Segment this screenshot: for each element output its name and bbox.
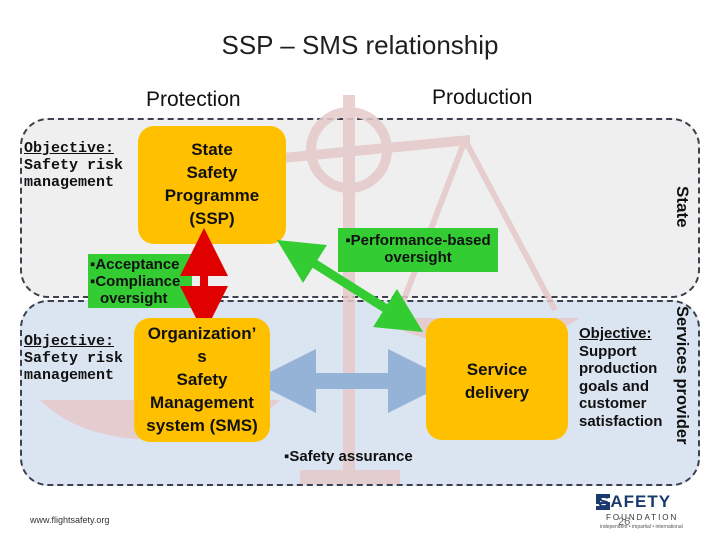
ssp-box-line: (SSP) xyxy=(189,209,235,228)
scale-beam xyxy=(230,135,470,168)
ssp-box-line: Safety xyxy=(186,163,238,182)
safety-assurance-label: ▪Safety assurance xyxy=(284,448,413,465)
scale-base xyxy=(300,470,400,484)
logo-text: SAFETY xyxy=(598,492,672,511)
production-label: Production xyxy=(432,86,533,109)
sms-box-line: Safety xyxy=(176,370,228,389)
provider-objective-line: management xyxy=(24,367,115,384)
state-side-label: State xyxy=(673,186,692,228)
ssp-box-line: State xyxy=(191,140,233,159)
service-delivery-line: delivery xyxy=(464,383,530,402)
safety-foundation-logo: SAFETY FOUNDATION independent • impartia… xyxy=(594,486,714,536)
provider-objective: Objective: Safety risk management xyxy=(24,333,123,384)
sms-box-line: Management xyxy=(150,393,254,412)
right-objective-line: satisfaction xyxy=(579,412,663,430)
protection-label: Protection xyxy=(146,88,241,111)
state-objective-heading: Objective: xyxy=(24,140,115,157)
state-objective-line: management xyxy=(24,174,115,191)
green-double-arrow xyxy=(276,240,424,332)
right-objective-line: goals and xyxy=(579,377,650,395)
scale-string-right xyxy=(462,138,558,312)
service-delivery-box xyxy=(426,318,568,440)
logo-subtext: FOUNDATION xyxy=(606,513,679,522)
page-number: 26 xyxy=(618,516,631,528)
right-objective-line: Support xyxy=(579,342,637,360)
acceptance-compliance-box: ▪Acceptance ▪Compliance oversight xyxy=(88,254,192,308)
right-objective-heading: Objective: xyxy=(579,325,652,342)
sms-box-line: s xyxy=(197,347,207,366)
page-title: SSP – SMS relationship xyxy=(221,30,499,60)
sms-box: Organization’ s Safety Management system… xyxy=(134,318,270,442)
provider-right-objective: Objective: Support production goals and … xyxy=(579,325,662,430)
state-objective: Objective: Safety risk management xyxy=(24,140,123,191)
compliance-line: ▪Compliance xyxy=(90,273,181,290)
footer-url: www.flightsafety.org xyxy=(30,515,110,525)
service-delivery-text: Service delivery xyxy=(426,358,568,404)
oversight-line: oversight xyxy=(100,290,168,307)
ssp-box-line: Programme xyxy=(164,186,260,205)
provider-objective-heading: Objective: xyxy=(24,333,115,350)
right-objective-line: production xyxy=(579,360,658,377)
ssp-box: State Safety Programme (SSP) xyxy=(138,126,286,244)
service-delivery-line: Service xyxy=(466,360,528,379)
scale-pivot-ring xyxy=(306,107,392,193)
sms-box-line: Organization’ xyxy=(147,324,257,343)
logo-mark xyxy=(596,494,610,510)
services-provider-side-label: Services provider xyxy=(673,306,691,445)
acceptance-line: ▪Acceptance xyxy=(90,256,180,273)
provider-objective-line: Safety risk xyxy=(24,350,124,367)
logo-tagline: independent • impartial • international xyxy=(600,524,683,530)
state-objective-line: Safety risk xyxy=(24,157,124,174)
sms-box-line: system (SMS) xyxy=(146,416,258,435)
right-objective-line: customer xyxy=(579,395,647,412)
